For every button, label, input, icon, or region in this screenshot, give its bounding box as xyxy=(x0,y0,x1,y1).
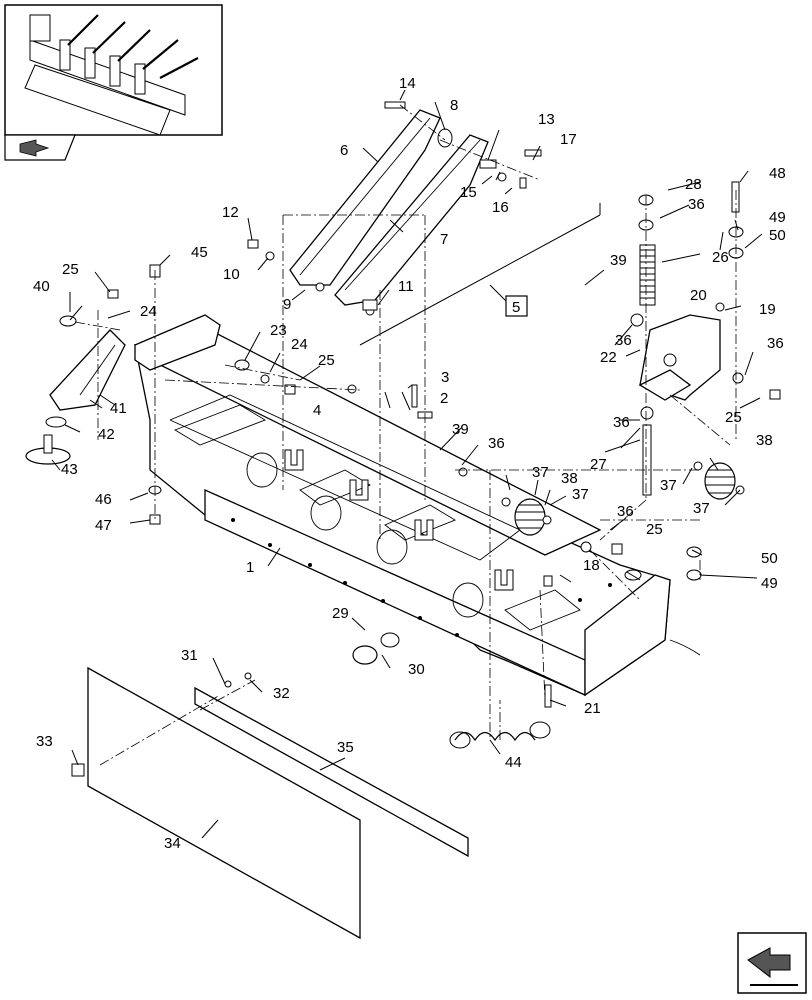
callout-11: 11 xyxy=(398,278,414,295)
spring-part-26 xyxy=(639,244,656,306)
rod-part-27 xyxy=(642,424,652,496)
callout-25b: 25 xyxy=(318,352,335,369)
callout-24b: 24 xyxy=(140,303,157,320)
reference-box-5[interactable] xyxy=(505,295,528,317)
callout-7: 7 xyxy=(440,231,448,248)
callout-49b: 49 xyxy=(761,575,778,592)
callout-1: 1 xyxy=(246,559,254,576)
gear-part-38-right xyxy=(704,462,736,500)
callout-46: 46 xyxy=(95,491,112,508)
overview-thumbnail[interactable] xyxy=(4,4,223,136)
callout-31: 31 xyxy=(181,647,198,664)
callout-35: 35 xyxy=(337,739,354,756)
callout-37b: 37 xyxy=(572,486,589,503)
callout-40: 40 xyxy=(33,278,50,295)
assembly-centerlines xyxy=(74,104,737,766)
callout-39b: 39 xyxy=(452,421,469,438)
plate-part-34 xyxy=(87,666,361,940)
callout-36c: 36 xyxy=(767,335,784,352)
callout-36b: 36 xyxy=(615,332,632,349)
callout-47: 47 xyxy=(95,517,112,534)
callout-25c: 25 xyxy=(725,409,742,426)
callout-45: 45 xyxy=(191,244,208,261)
bracket-part-22 xyxy=(638,314,721,401)
bolt-part-48 xyxy=(731,181,740,213)
lever-arm-part-6 xyxy=(289,109,441,286)
callout-37c: 37 xyxy=(660,477,677,494)
spring-part-44 xyxy=(449,721,551,749)
callout-50a: 50 xyxy=(769,227,786,244)
callout-25a: 25 xyxy=(62,261,79,278)
callout-14: 14 xyxy=(399,75,416,92)
knob-part-30 xyxy=(352,645,378,665)
callout-36d: 36 xyxy=(613,414,630,431)
foot-part-43 xyxy=(25,434,71,465)
frame-end-bracket xyxy=(134,314,221,371)
callout-27: 27 xyxy=(590,456,607,473)
bracket-part-41 xyxy=(49,329,126,411)
callout-3: 3 xyxy=(441,369,449,386)
callout-49a: 49 xyxy=(769,209,786,226)
callout-16: 16 xyxy=(492,199,509,216)
callout-36a: 36 xyxy=(688,196,705,213)
callout-12: 12 xyxy=(222,204,239,221)
callout-36e: 36 xyxy=(488,435,505,452)
callout-42: 42 xyxy=(98,426,115,443)
gear-part-38-left xyxy=(514,498,546,536)
callout-24a: 24 xyxy=(291,336,308,353)
callout-17: 17 xyxy=(560,131,577,148)
callout-34: 34 xyxy=(164,835,181,852)
callout-50b: 50 xyxy=(761,550,778,567)
callout-20: 20 xyxy=(690,287,707,304)
callout-6: 6 xyxy=(340,142,348,159)
callout-23: 23 xyxy=(270,322,287,339)
callout-30: 30 xyxy=(408,661,425,678)
callout-48: 48 xyxy=(769,165,786,182)
callout-2: 2 xyxy=(440,390,448,407)
callout-43: 43 xyxy=(61,461,78,478)
callout-8: 8 xyxy=(450,97,458,114)
callout-13: 13 xyxy=(538,111,555,128)
callout-38a: 38 xyxy=(561,470,578,487)
callout-leaders xyxy=(51,89,763,839)
callout-19: 19 xyxy=(759,301,776,318)
callout-38b: 38 xyxy=(756,432,773,449)
callout-22: 22 xyxy=(600,349,617,366)
callout-21: 21 xyxy=(584,700,601,717)
callout-5: 5 xyxy=(512,299,520,316)
callout-41: 41 xyxy=(110,400,127,417)
callout-26: 26 xyxy=(712,249,729,266)
callout-39a: 39 xyxy=(610,252,627,269)
callout-18: 18 xyxy=(583,557,600,574)
main-frame-part-1 xyxy=(134,324,701,697)
callout-15: 15 xyxy=(460,184,477,201)
callout-4: 4 xyxy=(313,402,321,419)
callout-44: 44 xyxy=(505,754,522,771)
callout-32: 32 xyxy=(273,685,290,702)
previous-page-arrow-icon[interactable] xyxy=(4,134,76,161)
callout-36f: 36 xyxy=(617,503,634,520)
callout-37d: 37 xyxy=(693,500,710,517)
callout-29: 29 xyxy=(332,605,349,622)
callout-33: 33 xyxy=(36,733,53,750)
callout-28: 28 xyxy=(685,176,702,193)
next-page-arrow-icon[interactable] xyxy=(737,932,807,994)
strip-part-35 xyxy=(194,686,469,858)
callout-9: 9 xyxy=(283,296,291,313)
callout-10: 10 xyxy=(223,266,240,283)
callout-labels: 1 2 3 4 5 6 7 8 9 10 11 12 13 14 15 16 1… xyxy=(33,75,786,852)
callout-25d: 25 xyxy=(646,521,663,538)
callout-37a: 37 xyxy=(532,464,549,481)
